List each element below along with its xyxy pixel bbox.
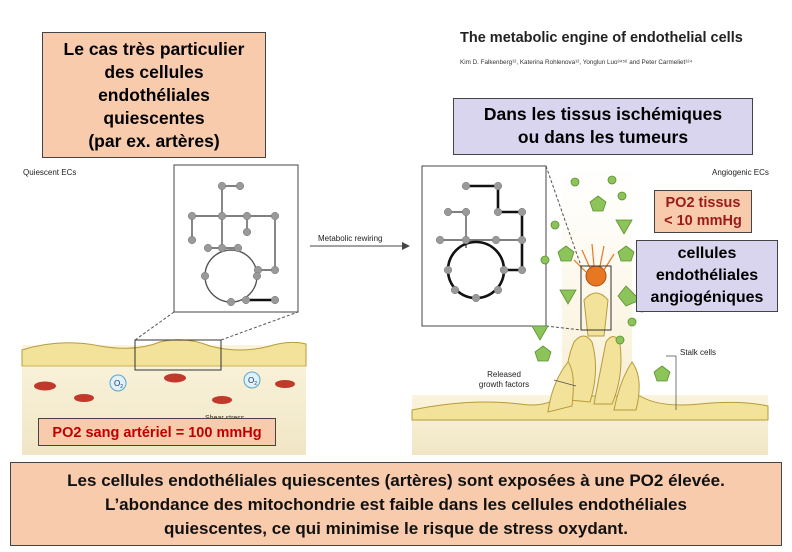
quiescent-network-inset	[173, 164, 299, 313]
ischemic-box: Dans les tissus ischémiques ou dans les …	[453, 98, 753, 155]
conclusion-line: L’abondance des mitochondrie est faible …	[105, 495, 687, 514]
zoom-region	[580, 265, 612, 331]
paper-authors: Kim D. Falkenberg¹², Katerina Rohlenova¹…	[460, 59, 693, 66]
angiogenic-line: endothéliales	[655, 267, 759, 284]
angiogenic-cells-box: cellules endothéliales angiogéniques	[636, 240, 778, 312]
po2-tissue-line: < 10 mmHg	[664, 213, 742, 229]
conclusion-line: quiescentes, ce qui minimise le risque d…	[164, 519, 628, 538]
metabolic-rewiring-arrow	[310, 242, 410, 250]
stalk-cells-label: Stalk cells	[680, 348, 717, 357]
endothelial-cell-layer	[21, 339, 307, 367]
tip-cell	[585, 265, 607, 287]
quiescent-title-line: quiescentes	[103, 108, 205, 128]
quiescent-title-line: Le cas très particulier	[63, 39, 245, 59]
angiogenic-ecs-label: Angiogenic ECs	[712, 168, 769, 177]
quiescent-title-line: des cellules	[104, 62, 204, 82]
red-blood-cell	[212, 396, 232, 404]
released-growth-factors-label: Released growth factors	[464, 370, 544, 390]
released-label-line: growth factors	[478, 380, 530, 389]
o2-label: O2	[248, 376, 257, 387]
red-blood-cell	[164, 373, 186, 383]
po2-tissue-line: PO2 tissus	[665, 195, 741, 211]
paper-title: The metabolic engine of endothelial cell…	[460, 30, 743, 46]
angiogenic-network-inset	[421, 165, 547, 327]
red-blood-cell	[74, 394, 94, 402]
red-blood-cell	[34, 381, 56, 391]
po2-tissue-box: PO2 tissus < 10 mmHg	[654, 190, 752, 233]
endothelial-cell-layer	[411, 395, 769, 421]
red-blood-cell	[275, 380, 295, 388]
zoom-region	[134, 339, 222, 371]
po2-blood-box: PO2 sang artériel = 100 mmHg	[38, 418, 276, 446]
ischemic-line: ou dans les tumeurs	[517, 127, 689, 147]
angiogenic-line: angiogéniques	[650, 289, 764, 306]
tip-cell-filopodia	[573, 243, 615, 273]
quiescent-title-line: endothéliales	[98, 85, 210, 105]
quiescent-title-box: Le cas très particulier des cellules end…	[42, 32, 266, 158]
oxygen-molecule	[243, 371, 261, 389]
conclusion-box: Les cellules endothéliales quiescentes (…	[10, 462, 782, 546]
quiescent-title-line: (par ex. artères)	[88, 131, 220, 151]
quiescent-ecs-label: Quiescent ECs	[23, 168, 77, 177]
o2-label: O2	[114, 379, 123, 390]
oxygen-molecule	[109, 374, 127, 392]
ischemic-line: Dans les tissus ischémiques	[483, 104, 723, 124]
metabolic-rewiring-label: Metabolic rewiring	[318, 234, 383, 243]
conclusion-line: Les cellules endothéliales quiescentes (…	[67, 471, 725, 490]
released-label-line: Released	[487, 370, 521, 379]
angiogenic-line: cellules	[677, 245, 737, 262]
